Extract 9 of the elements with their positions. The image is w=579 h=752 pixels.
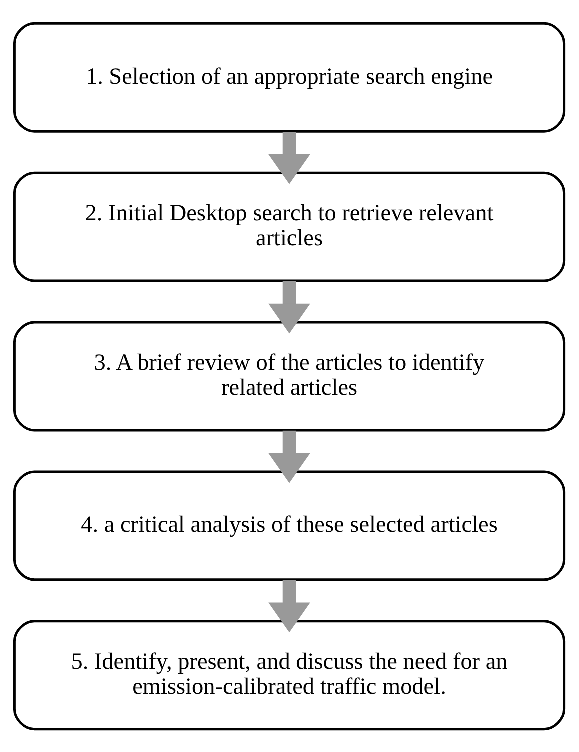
node-box: 1. Selection of an appropriate search engine	[13, 22, 566, 132]
node-box: 2. Initial Desktop search to retrieve relevant articles	[13, 171, 566, 282]
node-box: 3. A brief review of the articles to identify related articles	[13, 320, 566, 432]
arrow	[268, 132, 310, 184]
arrow	[268, 580, 310, 632]
arrow	[268, 280, 310, 334]
arrow	[268, 430, 310, 483]
node-box: 5. Identify, present, and discuss the need for an emission-calibrated traffic model.	[13, 620, 566, 730]
node-box: 4. a critical analysis of these selected articles	[13, 470, 566, 581]
